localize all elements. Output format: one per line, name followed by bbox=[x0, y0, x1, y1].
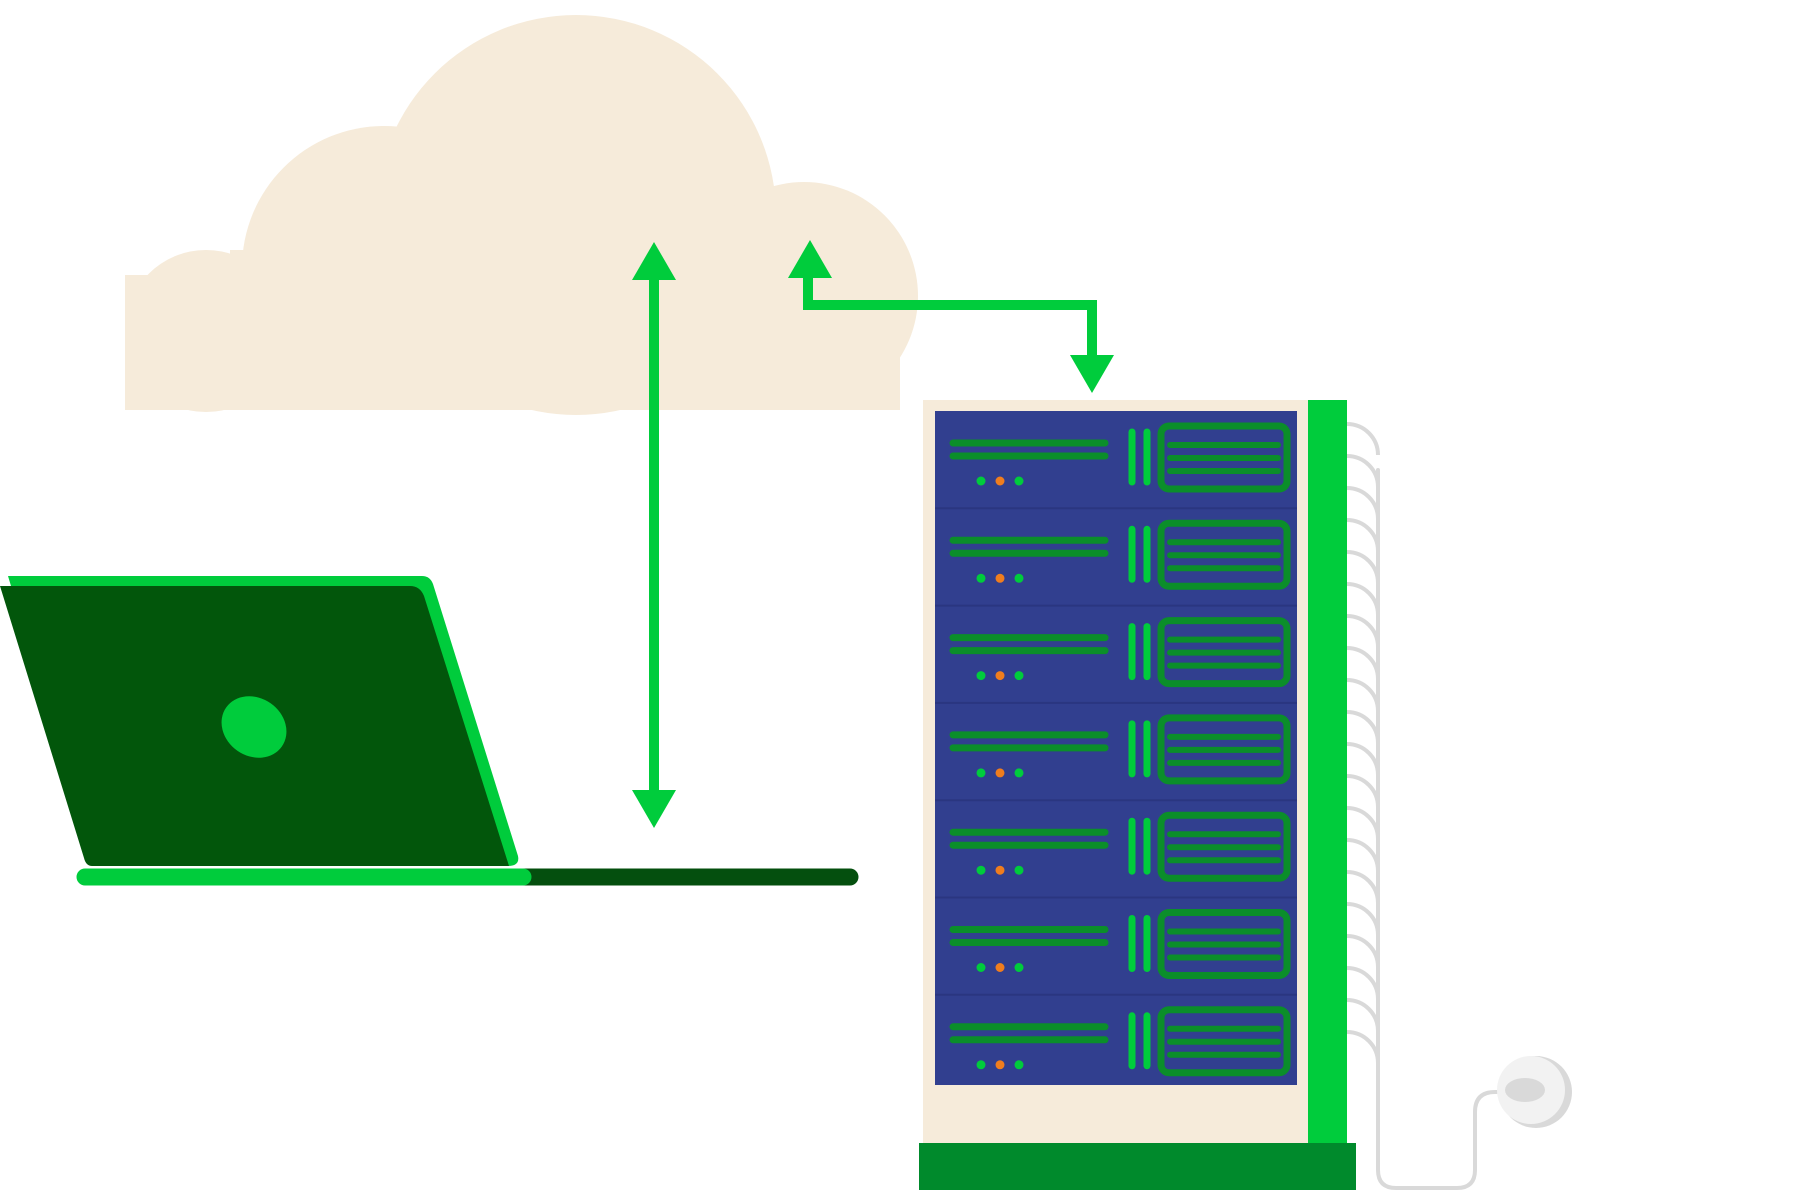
drive-bay bbox=[1157, 714, 1291, 785]
cloud-server-arrow bbox=[788, 240, 1114, 393]
drive-bay bbox=[1157, 1006, 1291, 1077]
connection-arrows bbox=[632, 240, 1114, 828]
cable-loop bbox=[1346, 486, 1380, 520]
cable-loop bbox=[1346, 614, 1380, 648]
leaf-icon bbox=[221, 696, 287, 758]
power-cable bbox=[1376, 468, 1510, 1190]
status-led-icon bbox=[1014, 476, 1024, 486]
drive-bay bbox=[1157, 909, 1291, 979]
status-led-icon bbox=[995, 768, 1005, 778]
status-led-icon bbox=[976, 768, 986, 778]
status-led-icon bbox=[1014, 1060, 1024, 1070]
status-led-icon bbox=[976, 573, 986, 583]
laptop bbox=[0, 576, 859, 886]
laptop-cloud-arrow bbox=[632, 242, 676, 828]
cable-loop bbox=[1346, 550, 1380, 584]
status-led-icon bbox=[976, 865, 986, 875]
cable-loop bbox=[1346, 902, 1380, 936]
arrow-up-icon bbox=[788, 240, 832, 278]
cable-loop bbox=[1346, 422, 1380, 456]
cable-loop bbox=[1346, 870, 1380, 904]
cable-loop bbox=[1346, 454, 1380, 488]
drive-bay bbox=[1157, 422, 1291, 493]
cable-loop bbox=[1346, 518, 1380, 552]
status-led-icon bbox=[995, 671, 1005, 681]
cable-loop bbox=[1346, 582, 1380, 616]
cable-loop bbox=[1346, 742, 1380, 776]
drive-bay bbox=[1157, 811, 1291, 882]
status-led-icon bbox=[1014, 671, 1024, 681]
rack-side-panel bbox=[1308, 400, 1347, 1150]
cable-loop bbox=[1346, 678, 1380, 712]
status-led-icon bbox=[1014, 768, 1024, 778]
server-unit bbox=[935, 896, 1297, 979]
server-unit bbox=[935, 799, 1297, 882]
status-led-icon bbox=[1014, 865, 1024, 875]
status-led-icon bbox=[995, 1060, 1005, 1070]
server-unit bbox=[935, 604, 1297, 688]
server-unit bbox=[935, 507, 1297, 590]
status-led-icon bbox=[1014, 963, 1024, 972]
rack-base bbox=[919, 1143, 1356, 1190]
server-unit bbox=[949, 422, 1291, 493]
cable-loop bbox=[1346, 998, 1380, 1032]
cable-loop bbox=[1346, 710, 1380, 744]
plug-head bbox=[1505, 1078, 1545, 1102]
cable-loop bbox=[1346, 966, 1380, 1000]
status-led-icon bbox=[976, 963, 986, 972]
status-led-icon bbox=[976, 476, 986, 486]
cable-loop bbox=[1346, 806, 1380, 840]
status-led-icon bbox=[976, 1060, 986, 1070]
status-led-icon bbox=[995, 963, 1005, 972]
arrow-up-icon bbox=[632, 242, 676, 280]
rack-cables bbox=[1346, 422, 1380, 1064]
arrow-down-icon bbox=[632, 790, 676, 828]
cable-loop bbox=[1346, 934, 1380, 968]
server-rack bbox=[919, 400, 1356, 1190]
status-led-icon bbox=[995, 573, 1005, 583]
status-led-icon bbox=[995, 865, 1005, 875]
drive-bay bbox=[1157, 519, 1291, 590]
rack-units bbox=[935, 422, 1297, 1077]
server-unit bbox=[935, 993, 1297, 1077]
drive-bay bbox=[1157, 617, 1291, 688]
status-led-icon bbox=[1014, 573, 1024, 583]
status-led-icon bbox=[995, 476, 1005, 486]
arrow-down-icon bbox=[1070, 355, 1114, 393]
cable-loop bbox=[1346, 838, 1380, 872]
cable-loop bbox=[1346, 774, 1380, 808]
cloud-icon bbox=[125, 15, 918, 415]
server-unit bbox=[935, 701, 1297, 785]
cable-loop bbox=[1346, 646, 1380, 680]
status-led-icon bbox=[976, 671, 986, 681]
power-plug-icon bbox=[1376, 468, 1572, 1190]
cable-loop bbox=[1346, 1030, 1380, 1064]
